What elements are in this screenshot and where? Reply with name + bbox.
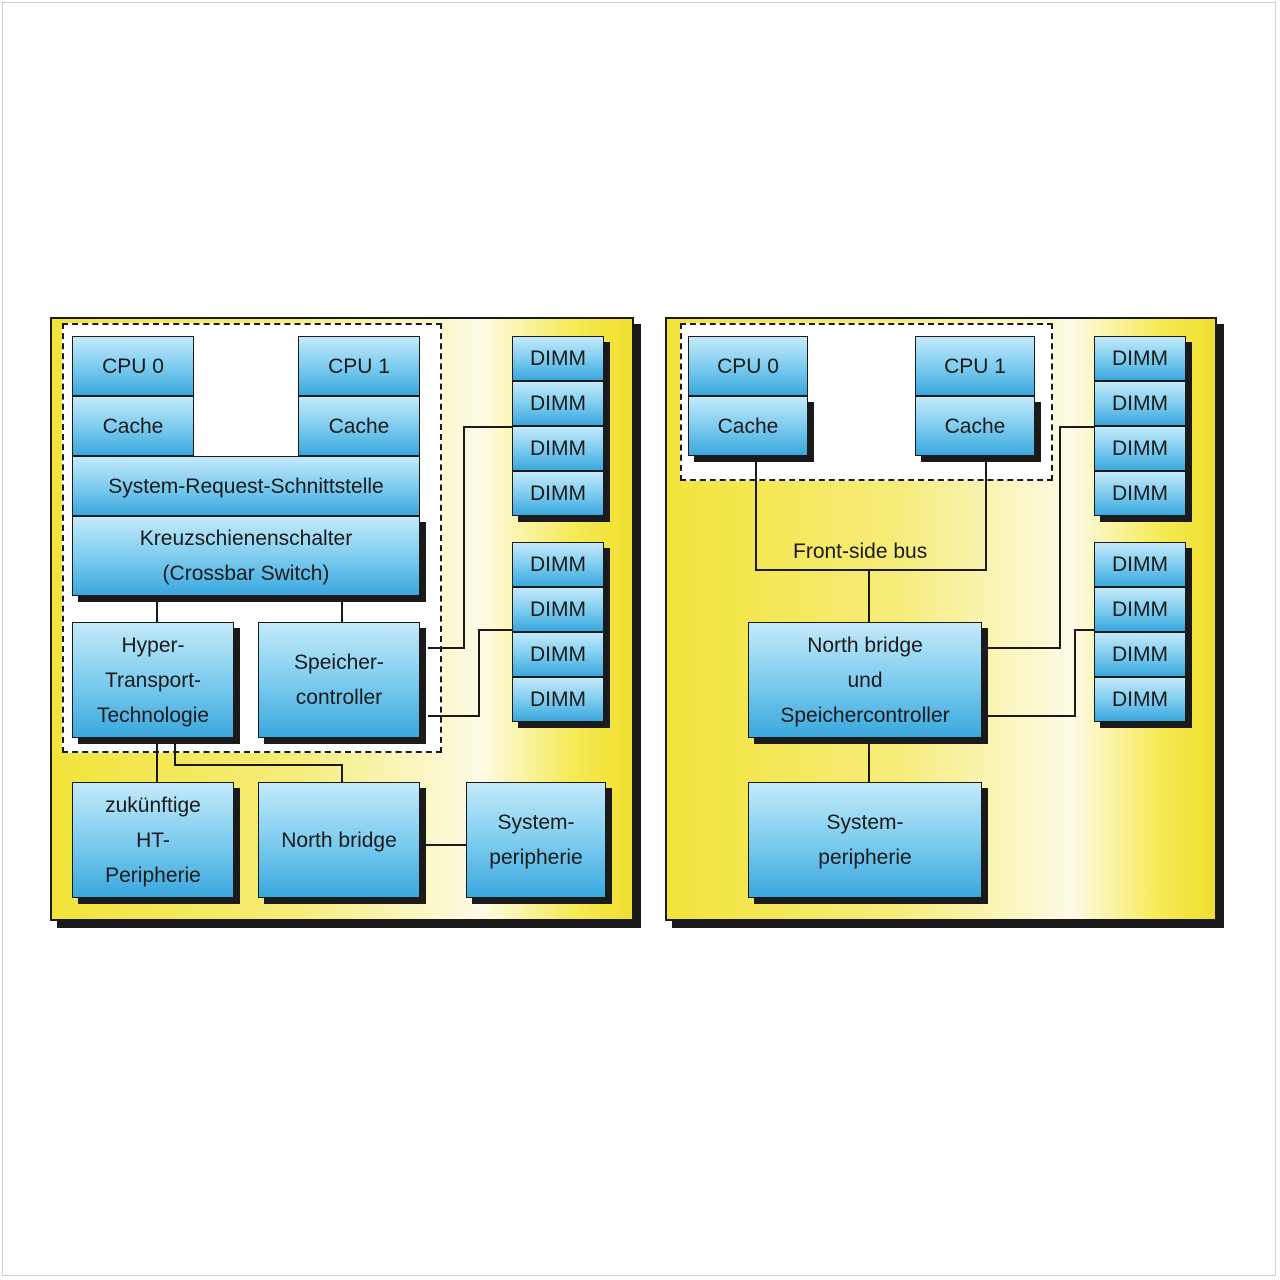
dimm-module: DIMM xyxy=(1094,381,1186,426)
left-system-peripherals-label: System- peripherie xyxy=(489,811,583,869)
dimm-label: DIMM xyxy=(1112,391,1168,415)
left-future-ht-peripherals-label: zukünftige HT- Peripherie xyxy=(105,793,201,887)
left-system-peripherals-box: System- peripherie xyxy=(466,782,606,898)
left-cpu1-box: CPU 1 xyxy=(298,336,420,396)
dimm-module: DIMM xyxy=(512,542,604,587)
right-front-side-bus-label: Front-side bus xyxy=(793,540,928,563)
dimm-label: DIMM xyxy=(530,597,586,621)
right-cpu1-label: CPU 1 xyxy=(944,354,1006,378)
dimm-module: DIMM xyxy=(1094,632,1186,677)
dimm-label: DIMM xyxy=(1112,346,1168,370)
right-cache0-box: Cache xyxy=(688,396,808,456)
dimm-module: DIMM xyxy=(1094,677,1186,722)
right-system-peripherals-box: System- peripherie xyxy=(748,782,982,898)
left-north-bridge-box: North bridge xyxy=(258,782,420,898)
right-north-bridge-memory-controller-box: North bridge und Speichercontroller xyxy=(748,622,982,738)
dimm-module: DIMM xyxy=(512,677,604,722)
dimm-module: DIMM xyxy=(512,471,604,516)
dimm-module: DIMM xyxy=(512,381,604,426)
left-cpu0-box: CPU 0 xyxy=(72,336,194,396)
dimm-module: DIMM xyxy=(1094,336,1186,381)
dimm-module: DIMM xyxy=(512,587,604,632)
right-cpu0-box: CPU 0 xyxy=(688,336,808,396)
right-system-peripherals-label: System- peripherie xyxy=(818,811,912,869)
dimm-label: DIMM xyxy=(530,687,586,711)
left-memory-controller-box: Speicher- controller xyxy=(258,622,420,738)
left-hypertransport-label: Hyper- Transport- Technologie xyxy=(96,633,210,727)
right-cpu1-box: CPU 1 xyxy=(915,336,1035,396)
right-cache0-label: Cache xyxy=(717,414,779,438)
dimm-label: DIMM xyxy=(1112,642,1168,666)
left-cpu0-label: CPU 0 xyxy=(102,354,164,378)
left-future-ht-peripherals-box: zukünftige HT- Peripherie xyxy=(72,782,234,898)
dimm-label: DIMM xyxy=(530,346,586,370)
dimm-module: DIMM xyxy=(1094,587,1186,632)
dimm-label: DIMM xyxy=(530,391,586,415)
left-cache0-box: Cache xyxy=(72,396,194,456)
dimm-label: DIMM xyxy=(1112,552,1168,576)
dimm-label: DIMM xyxy=(1112,687,1168,711)
dimm-module: DIMM xyxy=(512,632,604,677)
right-dimm-stack-bottom: DIMM DIMM DIMM DIMM xyxy=(1094,542,1186,722)
dimm-label: DIMM xyxy=(1112,597,1168,621)
left-crossbar-switch-label: Kreuzschienenschalter (Crossbar Switch) xyxy=(139,527,353,585)
right-cpu0-label: CPU 0 xyxy=(717,354,779,378)
right-cache1-label: Cache xyxy=(944,414,1006,438)
left-system-request-interface-label: System-Request-Schnittstelle xyxy=(108,474,384,498)
left-cache1-box: Cache xyxy=(298,396,420,456)
dimm-module: DIMM xyxy=(512,336,604,381)
left-dimm-stack-top: DIMM DIMM DIMM DIMM xyxy=(512,336,604,516)
left-cache1-label: Cache xyxy=(328,414,390,438)
dimm-module: DIMM xyxy=(1094,426,1186,471)
dimm-label: DIMM xyxy=(1112,481,1168,505)
dimm-label: DIMM xyxy=(530,552,586,576)
left-dimm-stack-bottom: DIMM DIMM DIMM DIMM xyxy=(512,542,604,722)
left-north-bridge-label: North bridge xyxy=(281,828,397,852)
left-crossbar-switch-box: Kreuzschienenschalter (Crossbar Switch) xyxy=(72,516,420,596)
left-cache0-label: Cache xyxy=(102,414,164,438)
dimm-module: DIMM xyxy=(1094,471,1186,516)
left-hypertransport-box: Hyper- Transport- Technologie xyxy=(72,622,234,738)
dimm-label: DIMM xyxy=(530,436,586,460)
right-cache1-box: Cache xyxy=(915,396,1035,456)
dimm-module: DIMM xyxy=(1094,542,1186,587)
left-system-request-interface-box: System-Request-Schnittstelle xyxy=(72,456,420,516)
dimm-label: DIMM xyxy=(1112,436,1168,460)
dimm-label: DIMM xyxy=(530,642,586,666)
left-memory-controller-label: Speicher- controller xyxy=(294,651,384,709)
right-north-bridge-memory-controller-label: North bridge und Speichercontroller xyxy=(780,633,950,727)
dimm-label: DIMM xyxy=(530,481,586,505)
left-cpu1-label: CPU 1 xyxy=(328,354,390,378)
right-dimm-stack-top: DIMM DIMM DIMM DIMM xyxy=(1094,336,1186,516)
dimm-module: DIMM xyxy=(512,426,604,471)
